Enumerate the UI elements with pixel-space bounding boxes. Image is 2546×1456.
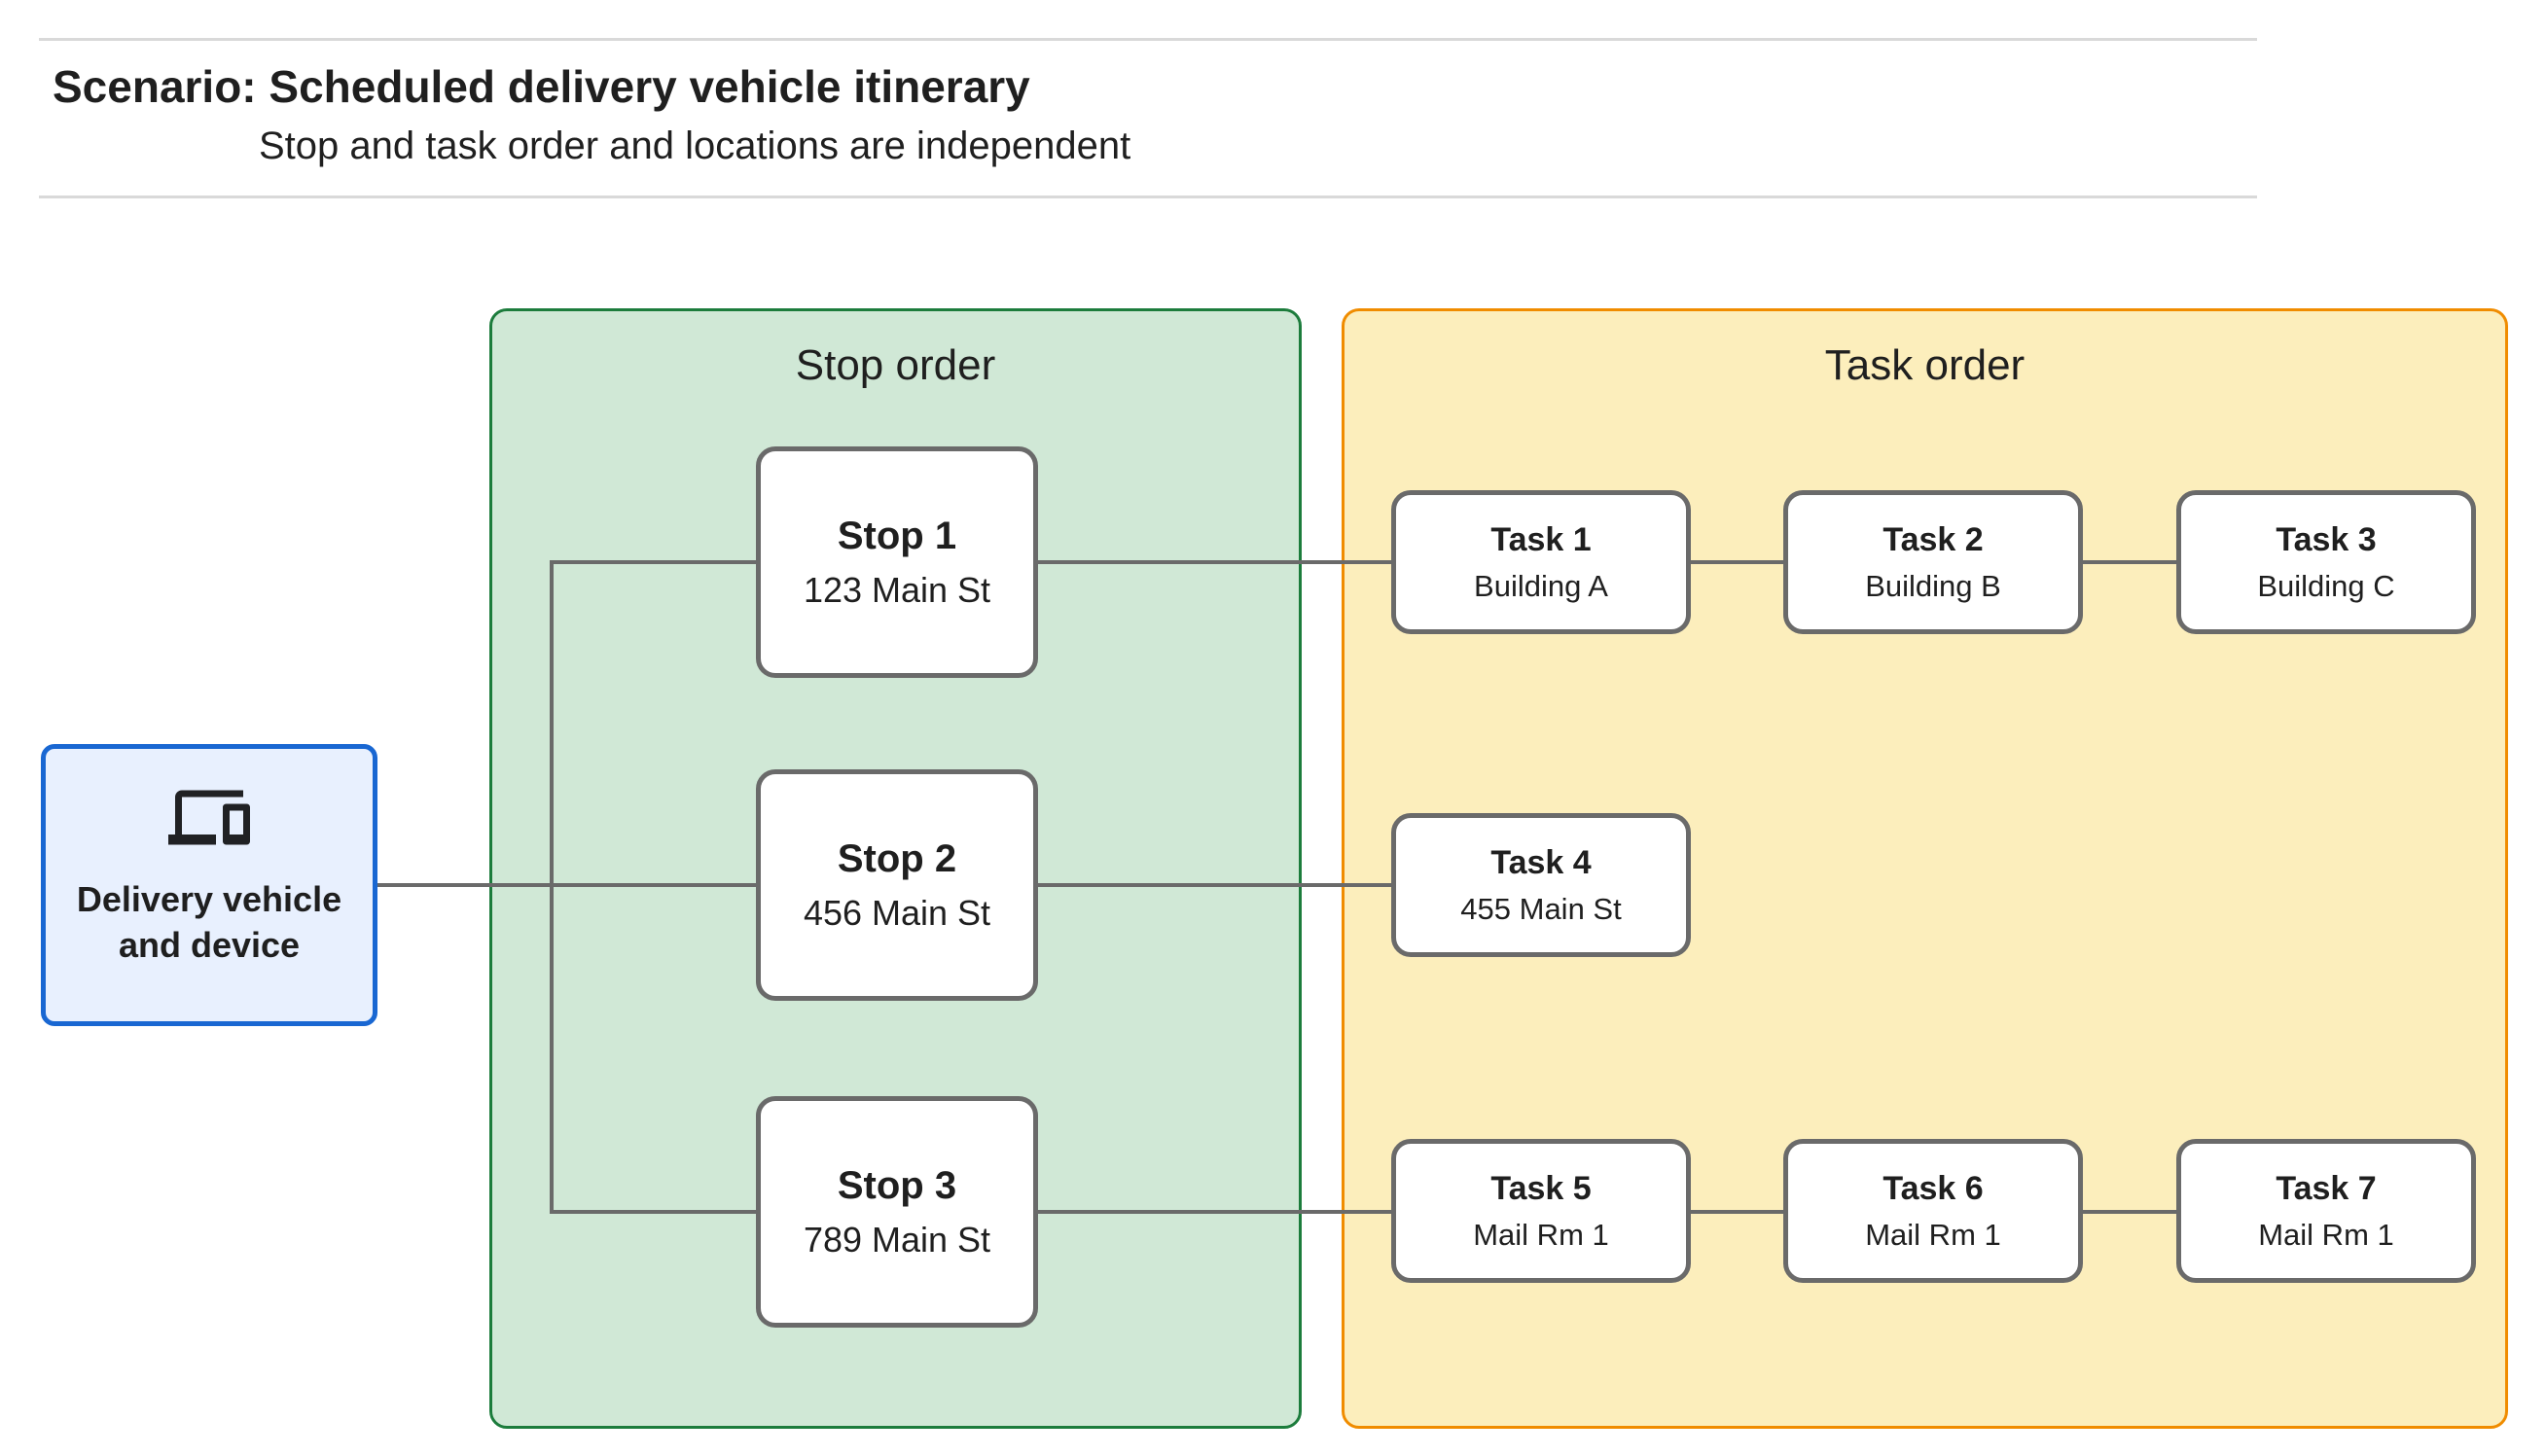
page-title: Scenario: Scheduled delivery vehicle iti…	[53, 61, 1030, 112]
page-subtitle: Stop and task order and locations are in…	[259, 124, 1131, 167]
connector-vehicle-to-stops	[377, 883, 756, 887]
delivery-vehicle-node: Delivery vehicle and device	[41, 744, 377, 1026]
connector-task1-task2	[1691, 560, 1783, 564]
stop-title: Stop 3	[837, 1164, 957, 1208]
stop-node-3: Stop 3 789 Main St	[756, 1096, 1038, 1328]
connector-stop3-task5	[1038, 1210, 1391, 1214]
stop-node-1: Stop 1 123 Main St	[756, 446, 1038, 678]
task-location: Mail Rm 1	[2258, 1217, 2394, 1252]
task-node-6: Task 6 Mail Rm 1	[1783, 1139, 2083, 1283]
connector-task2-task3	[2083, 560, 2176, 564]
delivery-vehicle-label: Delivery vehicle and device	[76, 879, 342, 965]
task-location: Mail Rm 1	[1473, 1217, 1609, 1252]
task-location: Building A	[1474, 568, 1608, 603]
devices-icon	[168, 790, 250, 852]
task-location: 455 Main St	[1460, 891, 1622, 926]
task-title: Task 7	[2276, 1170, 2377, 1207]
stop-title: Stop 1	[837, 515, 957, 558]
stop-address: 123 Main St	[803, 570, 991, 611]
task-location: Building B	[1865, 568, 2001, 603]
stop-address: 789 Main St	[803, 1220, 991, 1261]
stop-order-group-label: Stop order	[795, 341, 996, 389]
connector-stop-trunk	[550, 560, 554, 1214]
header-divider-top	[39, 38, 2257, 41]
task-node-5: Task 5 Mail Rm 1	[1391, 1139, 1691, 1283]
connector-trunk-to-stop3	[550, 1210, 756, 1214]
task-location: Mail Rm 1	[1865, 1217, 2001, 1252]
stop-address: 456 Main St	[803, 893, 991, 934]
connector-stop2-task4	[1038, 883, 1391, 887]
task-node-1: Task 1 Building A	[1391, 490, 1691, 634]
task-node-3: Task 3 Building C	[2176, 490, 2476, 634]
task-title: Task 1	[1490, 521, 1592, 558]
task-title: Task 5	[1490, 1170, 1592, 1207]
stop-title: Stop 2	[837, 837, 957, 881]
task-title: Task 6	[1883, 1170, 1984, 1207]
connector-stop1-task1	[1038, 560, 1391, 564]
connector-task5-task6	[1691, 1210, 1783, 1214]
task-node-4: Task 4 455 Main St	[1391, 813, 1691, 957]
connector-trunk-to-stop1	[550, 560, 756, 564]
stop-node-2: Stop 2 456 Main St	[756, 769, 1038, 1001]
task-title: Task 4	[1490, 844, 1592, 881]
task-title: Task 2	[1883, 521, 1984, 558]
task-node-7: Task 7 Mail Rm 1	[2176, 1139, 2476, 1283]
connector-task6-task7	[2083, 1210, 2176, 1214]
task-location: Building C	[2257, 568, 2395, 603]
task-title: Task 3	[2276, 521, 2377, 558]
task-node-2: Task 2 Building B	[1783, 490, 2083, 634]
header-divider-bottom	[39, 195, 2257, 198]
task-order-group-label: Task order	[1824, 341, 2026, 389]
